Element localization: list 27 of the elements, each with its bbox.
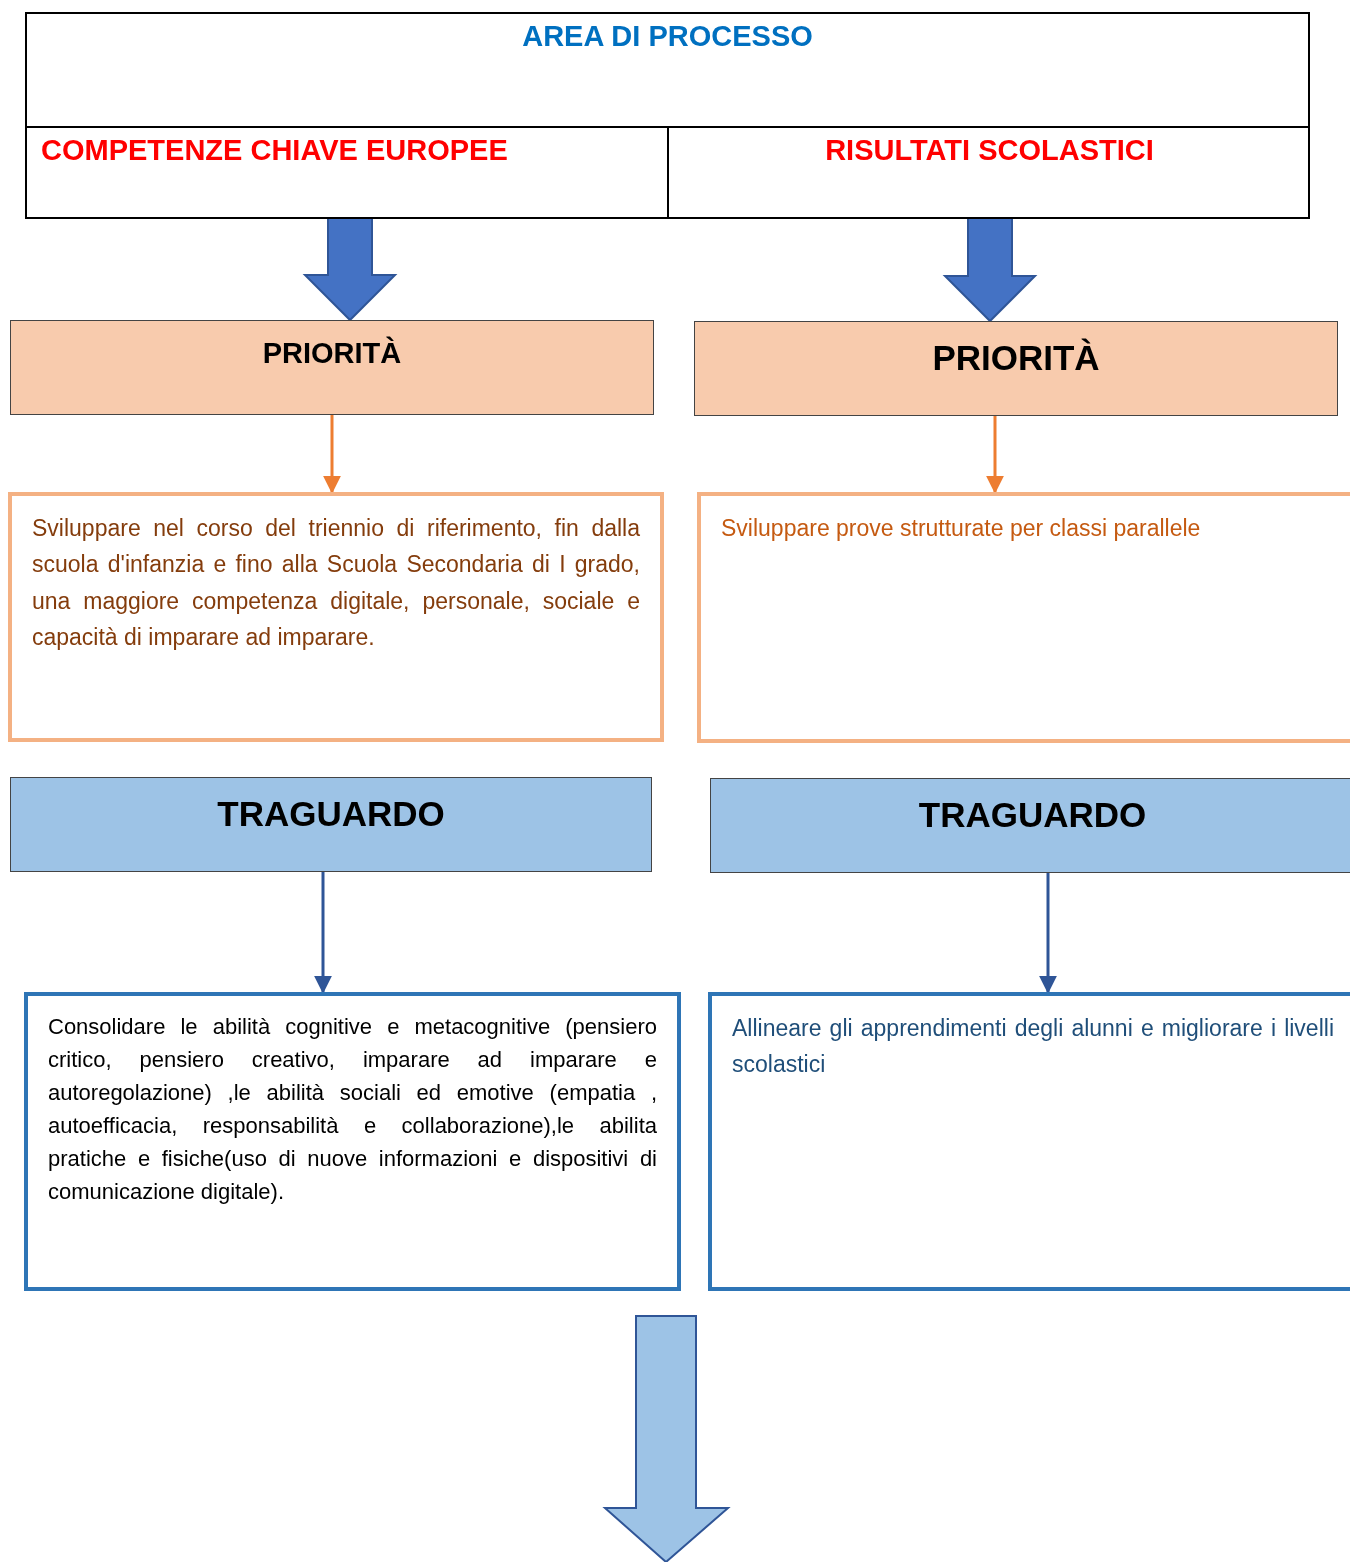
cell-text: COMPETENZE CHIAVE EUROPEE (40, 133, 509, 168)
text-box (708, 992, 1350, 1291)
goal-box (10, 777, 652, 872)
box-heading: PRIORITÀ (931, 337, 1101, 378)
header-table (25, 12, 1310, 219)
text-box (697, 492, 1350, 743)
arrow (1039, 873, 1057, 994)
box-heading: TRAGUARDO (917, 794, 1148, 835)
arrow (986, 416, 1004, 494)
goal-box (710, 778, 1350, 873)
paragraph: Consolidare le abilità cognitive e metacognitive (pensiero critico, pensiero creativo, imparare ad imparare e autoregolazione) ,le abilità sociali ed emotive (empatia , autoefficacia, responsabilità e collaborazione),le abilita pratiche e fisiche(uso di nuove informazioni e dispositivi di comunicazione digitale). (47, 1013, 658, 1206)
text-box (24, 992, 681, 1291)
arrow (314, 872, 332, 994)
priority-box (694, 321, 1338, 416)
text-box (8, 492, 664, 742)
table-cell (27, 126, 669, 219)
paragraph: Allineare gli apprendimenti degli alunni e migliorare i livelli scolastici (731, 1014, 1335, 1080)
arrow (323, 415, 341, 494)
block-arrow (302, 216, 398, 322)
block-arrow (942, 216, 1038, 323)
cell-text: RISULTATI SCOLASTICI (824, 133, 1155, 168)
heading: AREA DI PROCESSO (521, 19, 814, 53)
paragraph: Sviluppare nel corso del triennio di riferimento, fin dalla scuola d'infanzia e fino alla Scuola Secondaria di I grado, una maggiore competenza digitale, personale, sociale e capacità di imparare ad imparare. (31, 514, 641, 652)
paragraph: Sviluppare prove strutturate per classi parallele (720, 514, 1202, 543)
box-heading: PRIORITÀ (261, 335, 403, 370)
box-heading: TRAGUARDO (216, 793, 446, 834)
priority-box (10, 320, 654, 415)
